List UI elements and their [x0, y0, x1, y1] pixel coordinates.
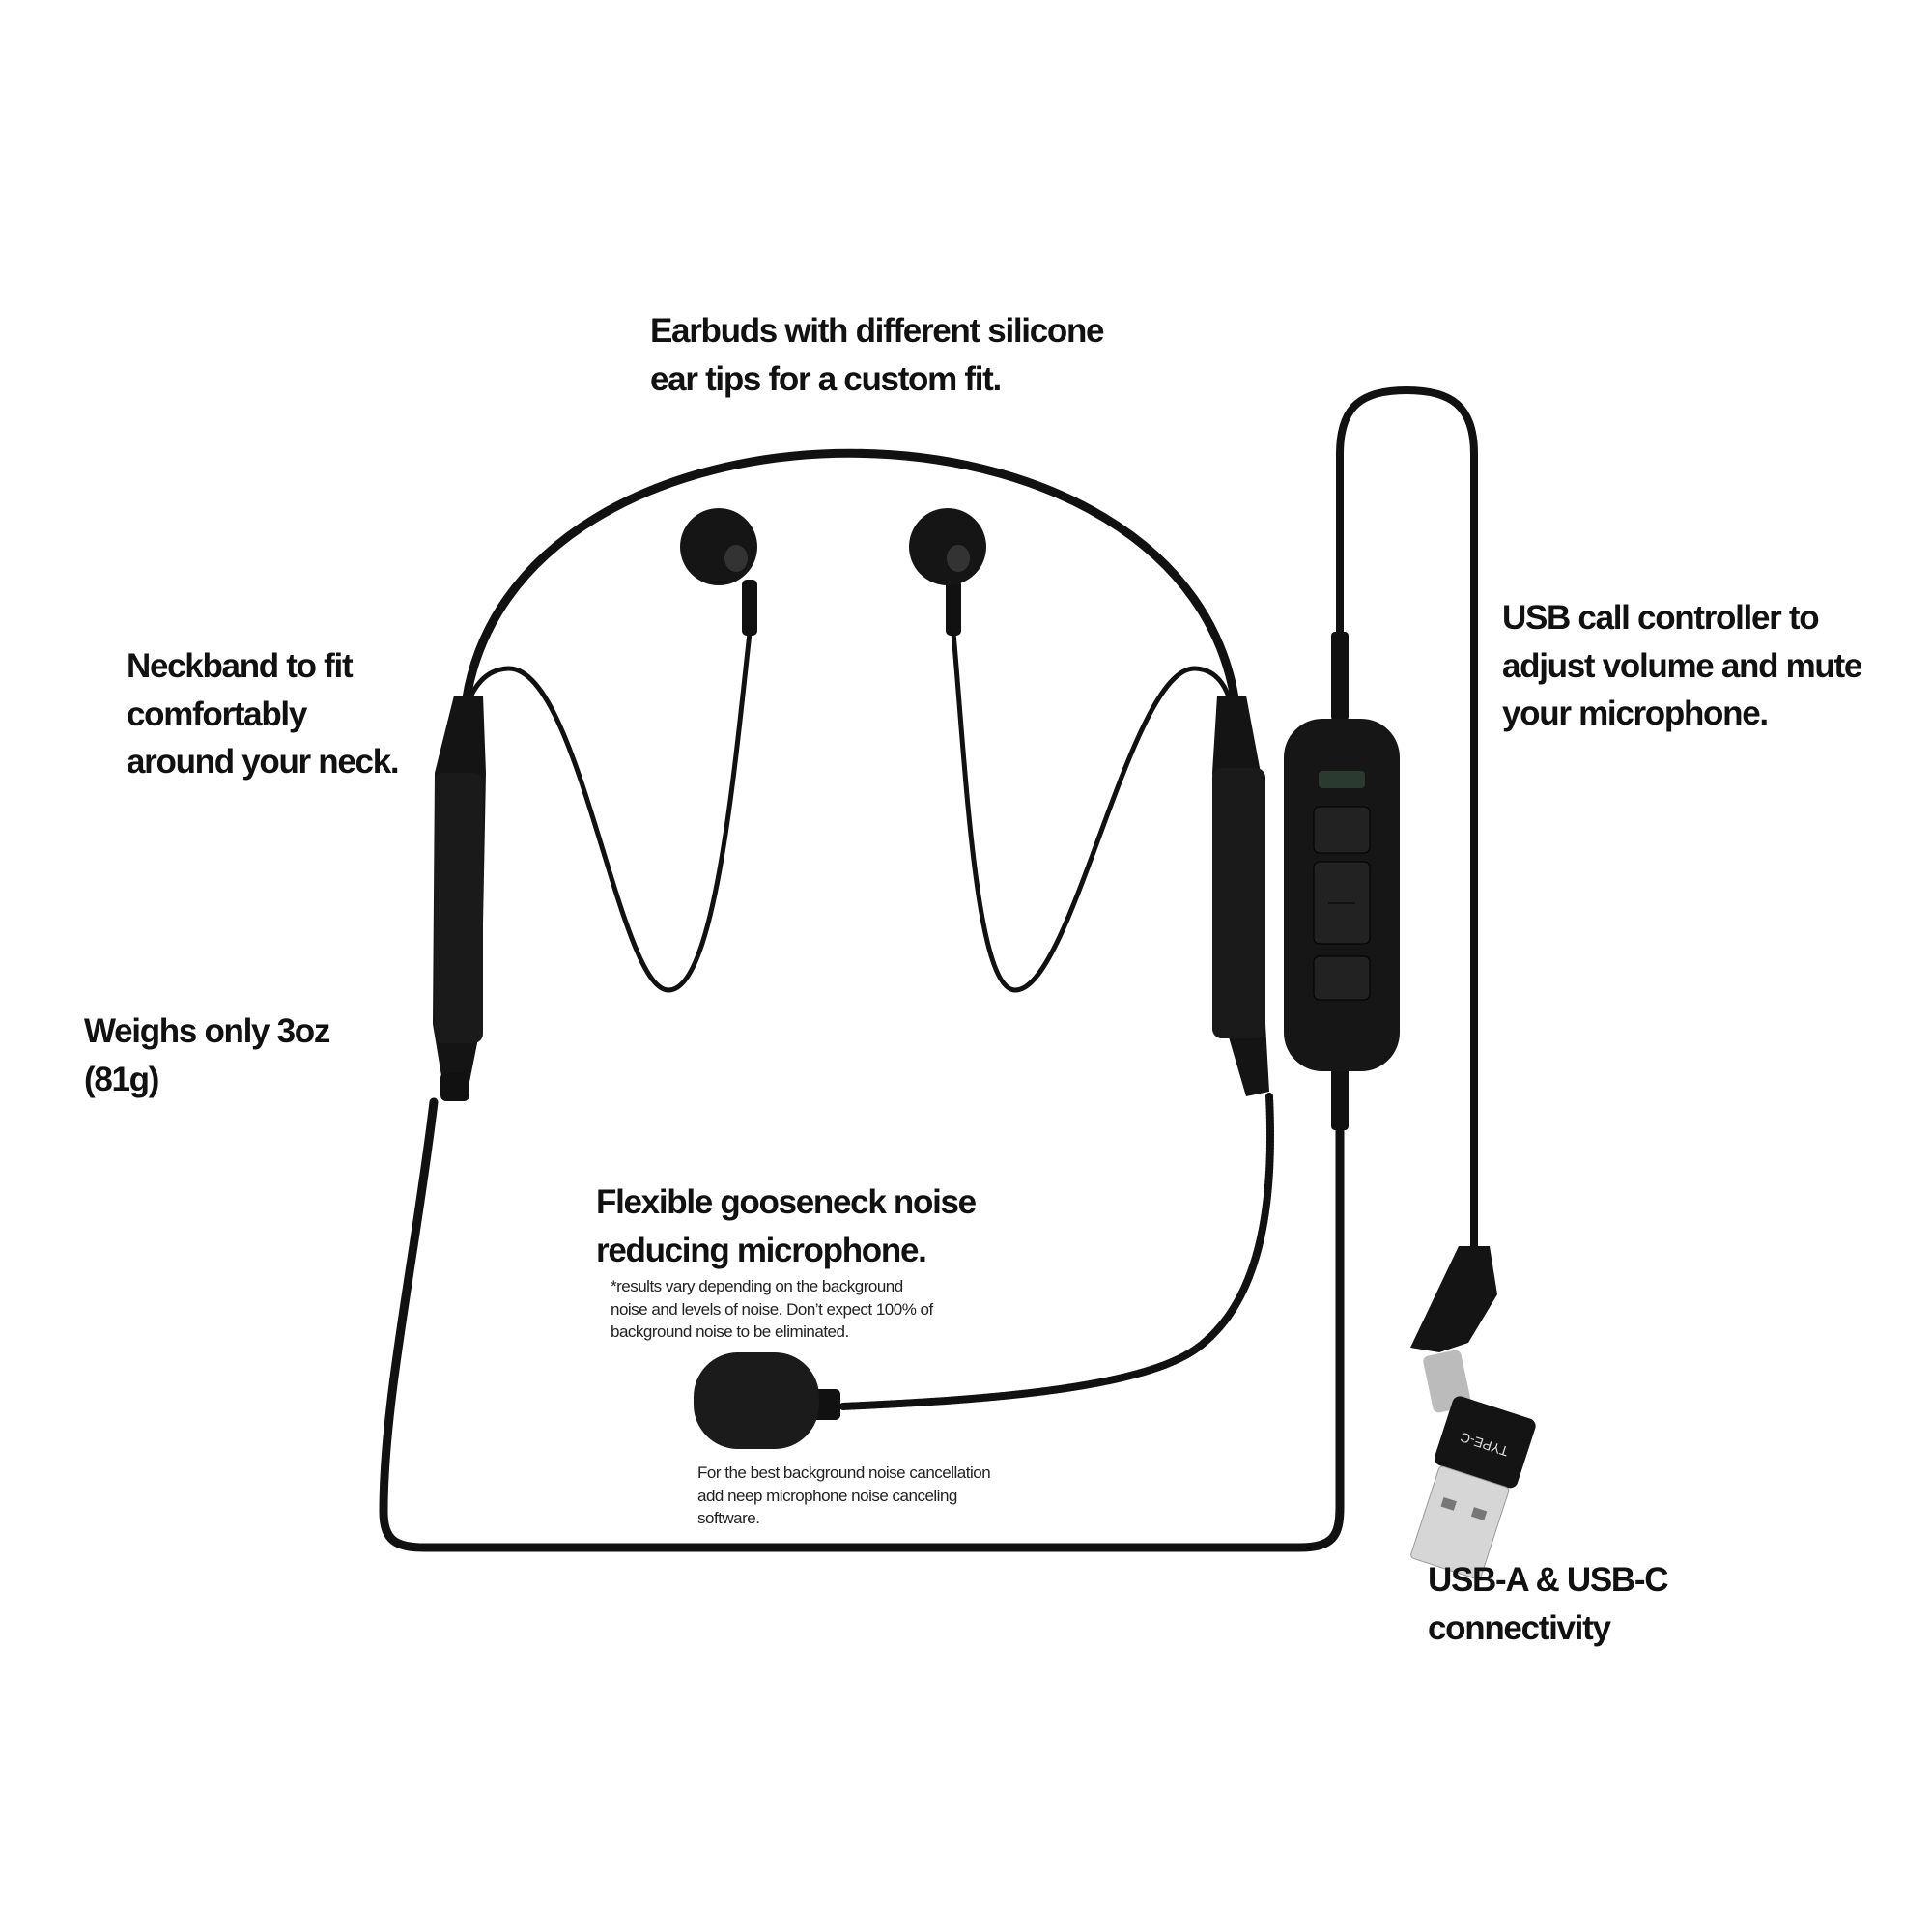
mic-mute-icon [1313, 955, 1371, 1001]
left-earbud [680, 508, 757, 636]
connectivity-callout: USB-A & USB-C connectivity [1428, 1556, 1668, 1652]
right-earbud-wire [951, 630, 1236, 993]
software-note: For the best background noise cancellati… [697, 1462, 991, 1530]
controller-callout: USB call controller to adjust volume and… [1502, 594, 1862, 738]
neckband-arc [460, 448, 1241, 717]
callout-line: Flexible gooseneck noise [596, 1183, 977, 1221]
callout-line: connectivity [1428, 1608, 1611, 1647]
usb-adapter: TYPE-C [1410, 1246, 1536, 1580]
usb-cable-loop [1336, 385, 1478, 1255]
callout-line: (81g) [84, 1060, 159, 1098]
callout-line: USB call controller to [1502, 599, 1820, 637]
gooseneck [838, 1093, 1275, 1410]
earbuds-callout: Earbuds with different silicone ear tips… [650, 307, 1105, 403]
callout-line: reducing microphone. [596, 1231, 927, 1269]
note-line: *results vary depending on the backgroun… [611, 1277, 903, 1295]
phone-icon [1313, 806, 1371, 854]
callout-line: USB-A & USB-C [1428, 1561, 1668, 1599]
callout-line: Weighs only 3oz [84, 1012, 330, 1050]
left-collar [433, 696, 486, 1101]
call-controller [1284, 632, 1400, 1130]
left-earbud-wire [462, 630, 753, 993]
note-line: add neep microphone noise canceling [697, 1486, 957, 1505]
main-cable [379, 1097, 1345, 1552]
callout-line: Neckband to fit [127, 647, 354, 685]
disclaimer-note: *results vary depending on the backgroun… [611, 1275, 933, 1344]
note-line: noise and levels of noise. Don’t expect … [611, 1299, 933, 1319]
neckband-callout: Neckband to fit comfortably around your … [127, 642, 400, 786]
callout-line: adjust volume and mute [1502, 646, 1862, 685]
status-led [1319, 771, 1365, 788]
callout-line: comfortably [127, 695, 307, 733]
weight-callout: Weighs only 3oz (81g) [84, 1008, 330, 1103]
right-earbud [909, 508, 986, 636]
right-collar [1212, 696, 1269, 1096]
callout-line: Earbuds with different silicone [650, 312, 1105, 350]
callout-line: ear tips for a custom fit. [650, 359, 1002, 398]
microphone-callout: Flexible gooseneck noise reducing microp… [596, 1179, 977, 1274]
note-line: background noise to be eliminated. [611, 1322, 849, 1341]
callout-line: around your neck. [127, 743, 400, 781]
note-line: software. [697, 1509, 760, 1527]
note-line: For the best background noise cancellati… [697, 1463, 991, 1482]
microphone-foam [694, 1352, 840, 1449]
callout-line: your microphone. [1502, 695, 1769, 732]
